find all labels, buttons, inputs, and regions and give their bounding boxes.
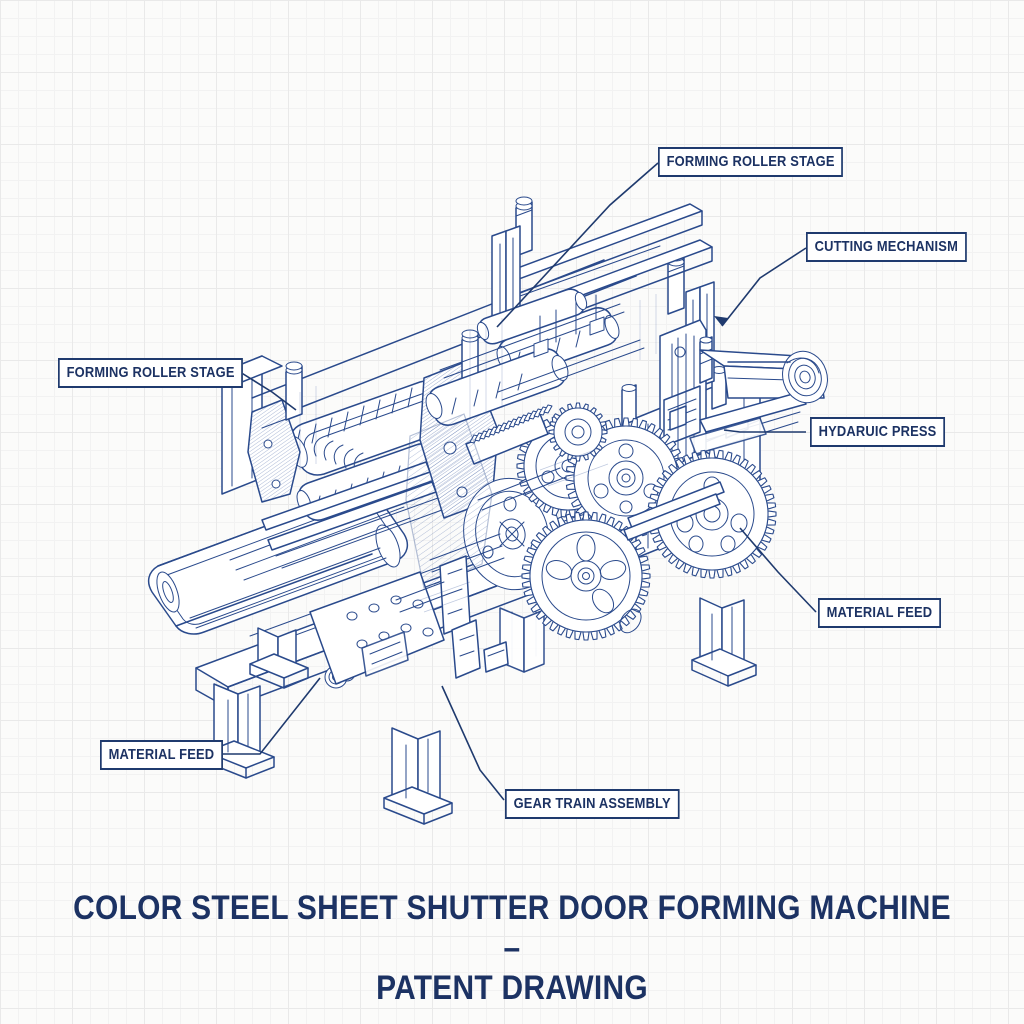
leader-cutting	[721, 247, 807, 327]
upper-frame-and-rollers	[425, 196, 727, 426]
leader-hydraulic	[723, 429, 806, 433]
callout-material-feed-right[interactable]: MATERIAL FEED	[818, 598, 941, 628]
material-feed-conveyor	[147, 491, 445, 689]
callout-hydraulic-press[interactable]: HYDARUIC PRESS	[810, 417, 946, 447]
leader-gear-train	[441, 685, 505, 801]
detail-linkages	[361, 533, 509, 679]
callout-cutting-mechanism[interactable]: CUTTING MECHANISM	[806, 232, 967, 262]
leader-arrowhead-cutting	[714, 316, 728, 326]
leader-forming-roller-top	[496, 162, 659, 328]
drawing-title: COLOR STEEL SHEET SHUTTER DOOR FORMING M…	[0, 888, 1024, 1008]
callout-leaders	[222, 162, 817, 801]
drawing-title-line-1: COLOR STEEL SHEET SHUTTER DOOR FORMING M…	[73, 889, 951, 968]
callout-forming-roller-stage-top[interactable]: FORMING ROLLER STAGE	[658, 147, 844, 177]
callout-gear-train-assembly[interactable]: GEAR TRAIN ASSEMBLY	[505, 789, 680, 819]
leader-forming-roller-left	[239, 371, 297, 411]
hydraulic-press-arm	[689, 349, 828, 455]
leader-material-feed-left	[222, 677, 321, 755]
leader-material-feed-right	[739, 527, 817, 613]
drawing-title-line-2: PATENT DRAWING	[376, 969, 648, 1008]
construction-hatching	[299, 294, 657, 613]
callout-material-feed-left[interactable]: MATERIAL FEED	[100, 740, 223, 770]
gear-rack	[465, 404, 553, 465]
callout-forming-roller-stage-left[interactable]: FORMING ROLLER STAGE	[58, 358, 244, 388]
gear-train-assembly	[463, 402, 777, 641]
